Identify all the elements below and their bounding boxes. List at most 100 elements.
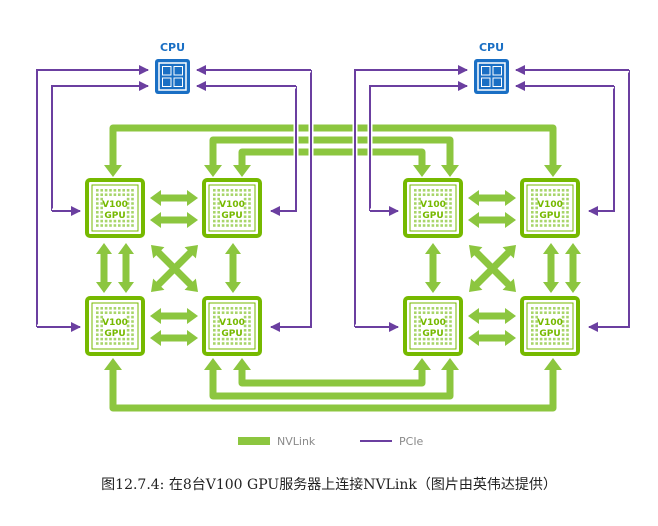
gpu-pin — [535, 311, 538, 314]
gpu-pin — [561, 224, 565, 227]
gpu-pin — [239, 193, 242, 196]
gpu-pin — [96, 311, 99, 314]
gpu-pin — [213, 315, 216, 319]
gpu-pin — [113, 307, 117, 310]
gpu-pin — [96, 211, 99, 214]
gpu-pin — [561, 320, 565, 323]
gpu-pin — [239, 189, 242, 192]
gpu-pin — [414, 337, 417, 341]
gpu-pin — [100, 193, 103, 196]
cpu-core — [493, 78, 501, 86]
gpu-pin — [248, 320, 251, 323]
nvlink-horizontal-arrow — [150, 212, 198, 228]
pcie-links — [34, 65, 632, 332]
gpu-pin — [444, 219, 448, 223]
gpu-pin — [440, 311, 443, 314]
gpu-pin — [104, 342, 108, 345]
gpu-pin — [422, 337, 426, 341]
gpu-pin — [243, 224, 247, 227]
gpu-pin — [230, 311, 234, 314]
nvlink-vertical-arrow — [118, 243, 134, 293]
gpu-pin — [449, 337, 452, 341]
gpu-pin — [248, 193, 251, 196]
gpu-pin — [226, 219, 229, 223]
cpu-label: CPU — [160, 41, 185, 54]
nvlink-link-g1-g4-a — [204, 136, 459, 177]
gpu-pin — [122, 337, 125, 341]
gpu-pin — [213, 193, 216, 196]
gpu-pin — [126, 197, 130, 201]
gpu-pin — [104, 224, 108, 227]
gpu-pin — [449, 311, 452, 314]
gpu-pin — [553, 337, 556, 341]
gpu-pin — [427, 219, 430, 223]
gpu-pin — [544, 311, 547, 314]
gpu-pin — [414, 219, 417, 223]
gpu-pin — [535, 206, 538, 210]
gpu-pin — [535, 197, 538, 201]
gpu-pin — [126, 311, 130, 314]
gpu-pin — [566, 206, 569, 210]
gpu-pin — [566, 219, 569, 223]
gpu-pin — [217, 324, 220, 328]
gpu-pin — [248, 329, 251, 332]
gpu-pin — [531, 197, 534, 201]
gpu-pin — [113, 224, 117, 227]
gpu-notch — [544, 297, 556, 300]
gpu-pin — [118, 219, 121, 223]
gpu-pin — [440, 342, 443, 345]
pcie-halo — [589, 86, 617, 214]
gpu-pin — [431, 307, 435, 310]
nvlink-vertical-arrow — [565, 243, 581, 293]
gpu-pin — [113, 193, 117, 196]
gpu-pin — [548, 311, 552, 314]
gpu-die-frame — [208, 184, 256, 232]
gpu-pin — [444, 189, 448, 192]
gpu-pin — [239, 219, 242, 223]
gpu-pin — [449, 224, 452, 227]
gpu-pin — [109, 307, 112, 310]
gpu-pin — [248, 337, 251, 341]
gpu-pin — [217, 333, 220, 336]
pcie-link-cpu1-g5 — [588, 86, 615, 216]
gpu-pin — [109, 193, 112, 196]
gpu-pin — [557, 224, 560, 227]
gpu-label-model: V100 — [537, 318, 563, 328]
gpu-pin — [131, 320, 134, 323]
gpu-pin — [248, 206, 251, 210]
nvlink-arrowhead — [441, 358, 459, 370]
gpu-pin — [243, 206, 247, 210]
gpu-pin — [131, 211, 134, 214]
gpu-pin — [109, 224, 112, 227]
gpu-pin — [243, 324, 247, 328]
gpu-pin — [131, 224, 134, 227]
gpu-pin — [126, 211, 130, 214]
gpu-pin — [230, 342, 234, 345]
gpu-pin — [449, 219, 452, 223]
gpu-pin — [217, 337, 220, 341]
gpu-pin — [566, 307, 569, 310]
gpu-pin — [217, 342, 220, 345]
gpu-pin — [531, 215, 534, 218]
nvlink-arrowhead — [233, 358, 251, 370]
gpu-pin — [248, 224, 251, 227]
gpu-die-frame — [208, 302, 256, 350]
gpu-pin — [444, 197, 448, 201]
gpu-notch — [109, 297, 121, 300]
nvlink-horizontal-arrow — [150, 330, 198, 346]
gpu-pin — [444, 329, 448, 332]
gpu-pin — [221, 307, 225, 310]
gpu-pin — [96, 193, 99, 196]
gpu-pin — [126, 219, 130, 223]
gpu-pin — [561, 211, 565, 214]
gpu-label-type: GPU — [539, 211, 560, 221]
gpu-pin — [418, 311, 421, 314]
gpu-pin — [566, 211, 569, 214]
gpu-pin — [544, 193, 547, 196]
gpu-pin — [449, 189, 452, 192]
gpu-pin — [243, 329, 247, 332]
gpu-pin — [131, 311, 134, 314]
gpu-pin — [100, 315, 103, 319]
